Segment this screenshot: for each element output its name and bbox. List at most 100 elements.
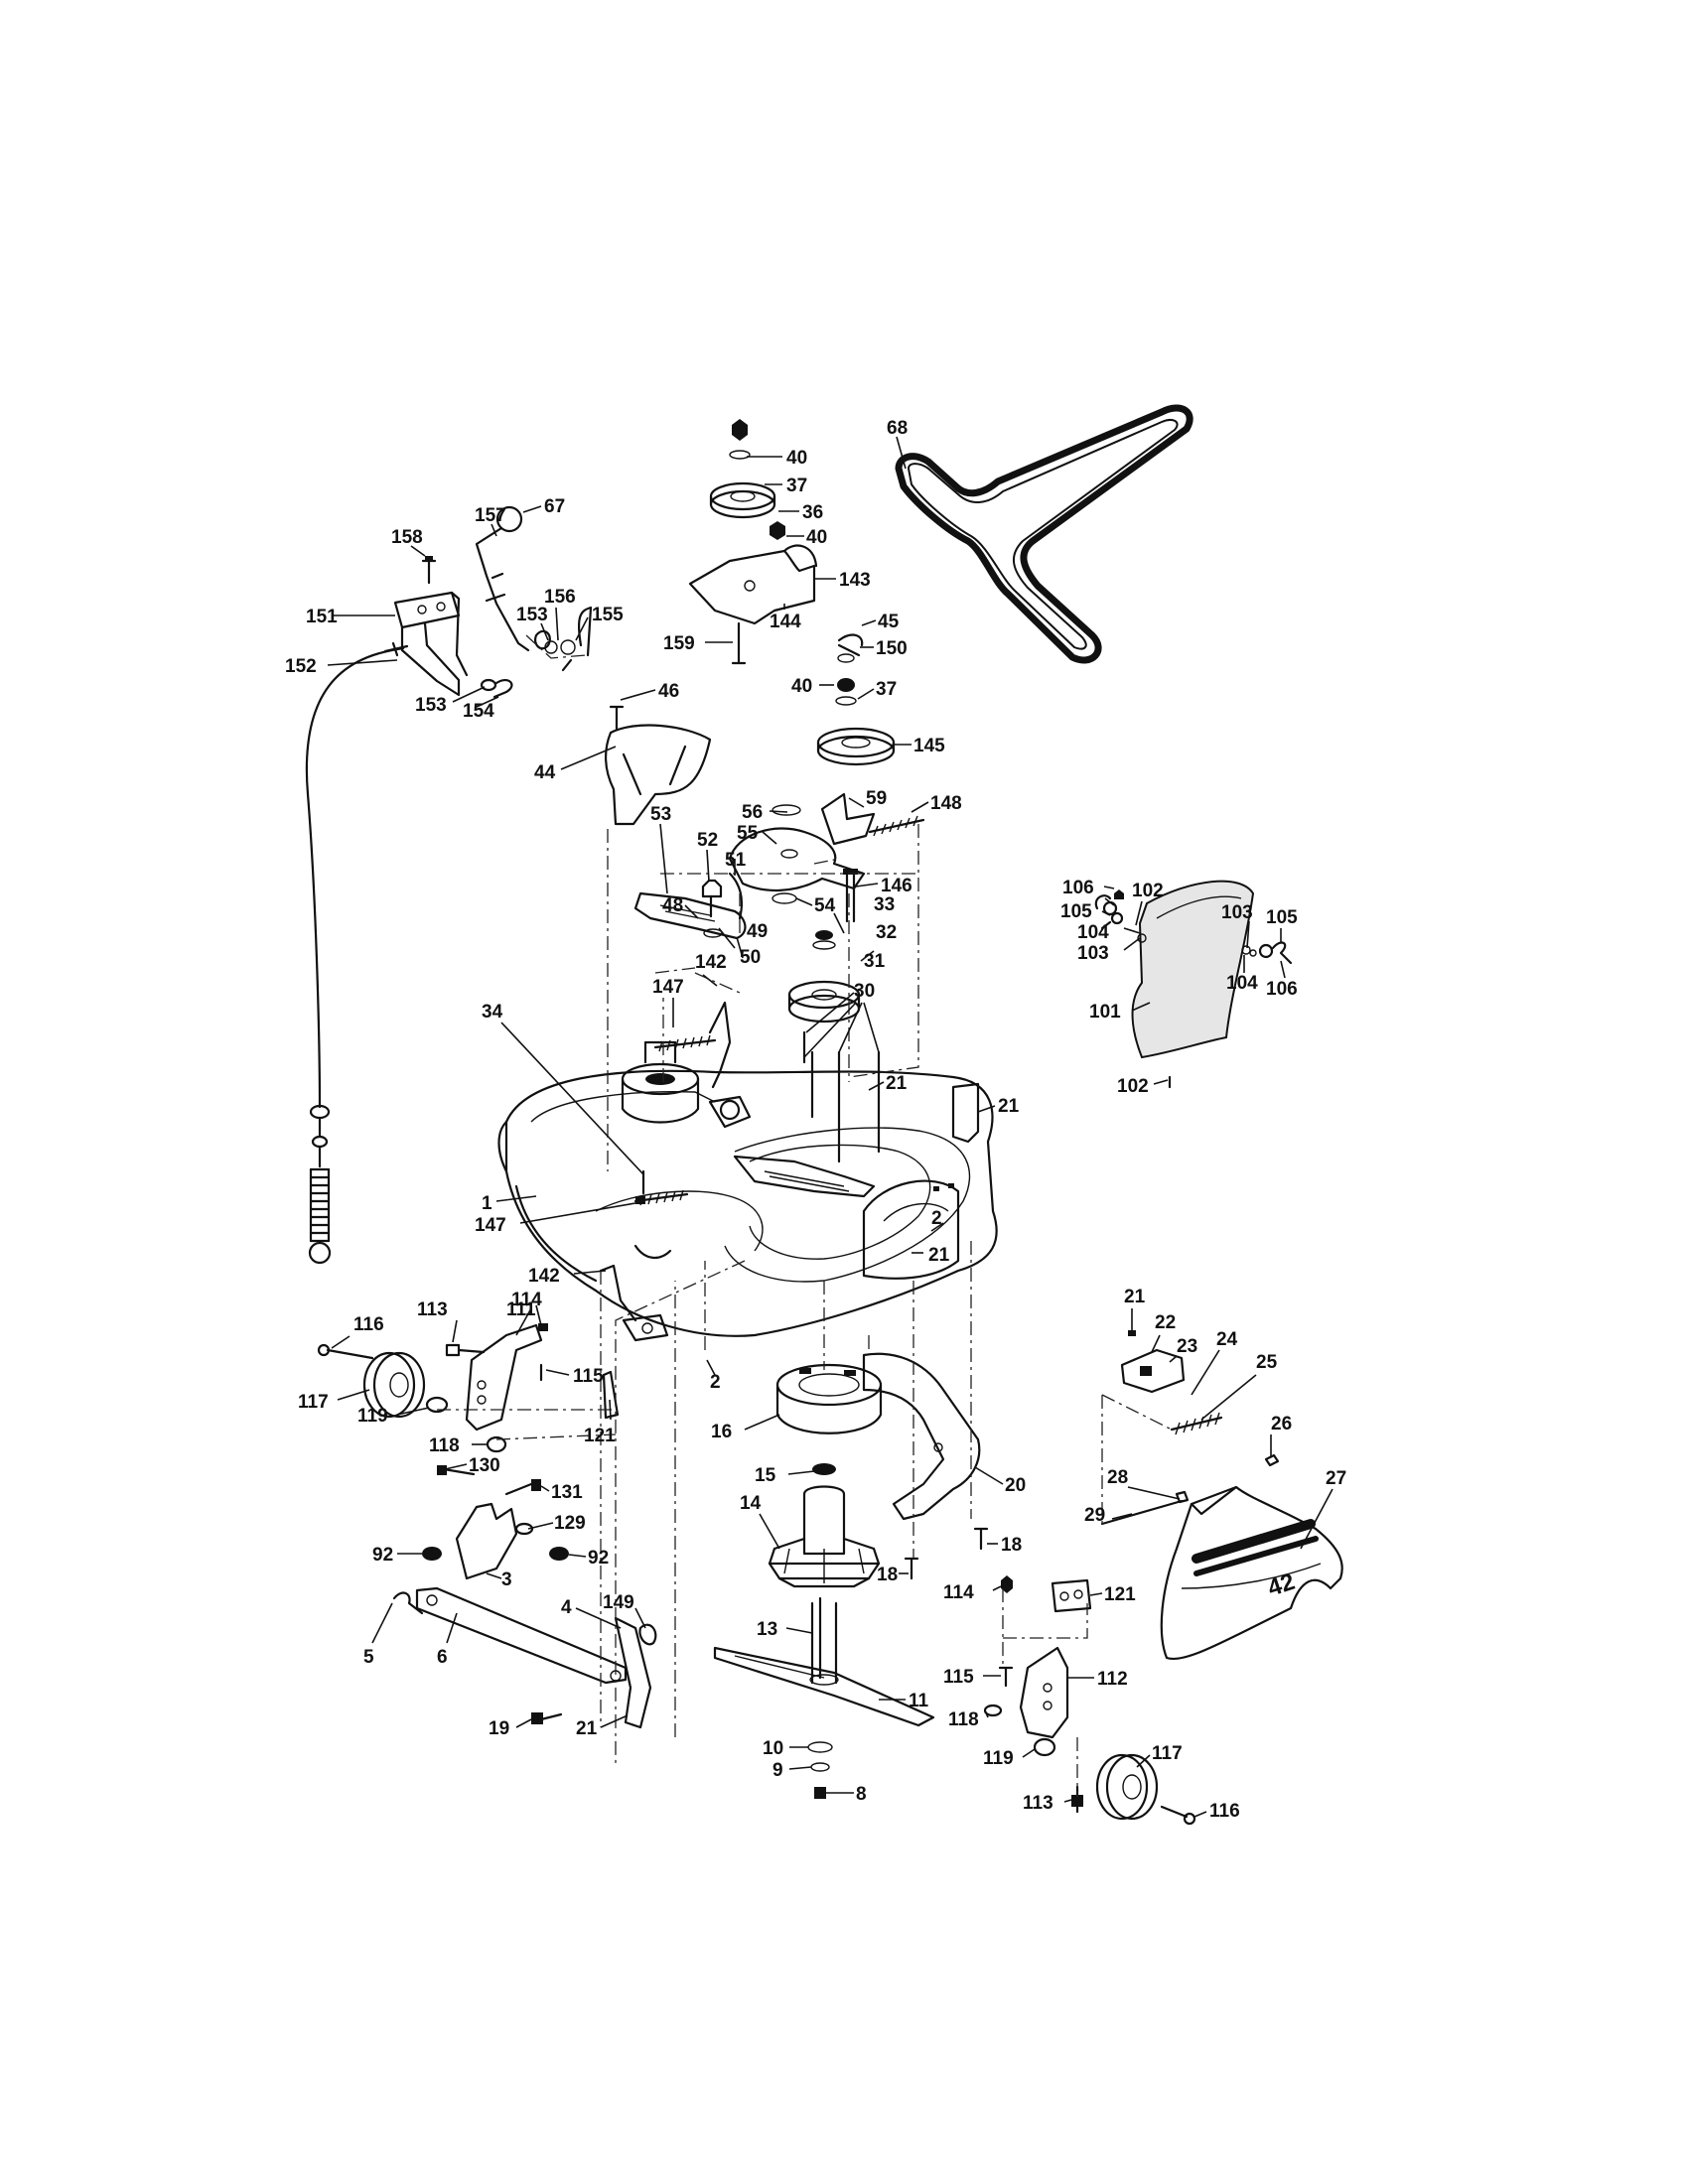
baffle-20-part [862, 1352, 981, 1521]
callout-131: 131 [551, 1482, 583, 1503]
callout-104: 104 [1077, 922, 1109, 943]
idler-arm-53-part [633, 872, 747, 940]
callout-118: 118 [429, 1435, 460, 1456]
callout-45: 45 [878, 612, 900, 632]
callout-40: 40 [806, 527, 827, 548]
callout-4: 4 [561, 1597, 572, 1618]
callout-147: 147 [475, 1215, 506, 1236]
callout-105: 105 [1060, 901, 1092, 922]
lift-cable-part [305, 641, 409, 1265]
leader-lines [327, 436, 1333, 1818]
chute-bracket-22-23-part [1120, 1330, 1186, 1394]
idler-pulley-lower-part [816, 633, 896, 766]
callout-112: 112 [1097, 1669, 1128, 1690]
plate-121-right-part [1051, 1578, 1092, 1613]
callout-147: 147 [652, 977, 684, 998]
callout-10: 10 [763, 1738, 783, 1759]
callout-49: 49 [747, 921, 768, 942]
callout-117: 117 [298, 1392, 329, 1413]
idler-bracket-part [688, 544, 818, 625]
front-link-6-part [392, 1586, 657, 1729]
callout-118: 118 [948, 1709, 979, 1730]
callout-21: 21 [928, 1245, 950, 1266]
callout-21: 21 [886, 1073, 908, 1094]
callout-2: 2 [710, 1372, 721, 1393]
chute-spring-25-part [1170, 1412, 1280, 1467]
callout-21: 21 [1124, 1287, 1146, 1307]
spring-147-upper-part [653, 1001, 732, 1089]
mower-deck-part [497, 1040, 998, 1337]
callout-149: 149 [603, 1592, 634, 1613]
callout-32: 32 [876, 922, 897, 943]
callout-102: 102 [1117, 1076, 1149, 1097]
callout-92: 92 [588, 1548, 609, 1569]
spring-148-part [868, 815, 925, 837]
callout-156: 156 [544, 587, 576, 608]
callout-116: 116 [353, 1314, 384, 1335]
discharge-deflector-part [1094, 880, 1293, 1089]
callout-159: 159 [663, 633, 695, 654]
callout-116: 116 [1209, 1801, 1240, 1822]
callout-21: 21 [998, 1096, 1020, 1117]
callout-142: 142 [528, 1266, 560, 1287]
callout-6: 6 [437, 1647, 448, 1668]
callout-11: 11 [909, 1691, 929, 1711]
callout-53: 53 [650, 804, 671, 825]
idler-arm-assembly-part [728, 792, 876, 904]
callout-26: 26 [1271, 1414, 1292, 1434]
front-hanger-3-part [422, 1465, 569, 1580]
callout-48: 48 [662, 895, 683, 916]
callout-68: 68 [887, 418, 908, 439]
callout-153: 153 [415, 695, 447, 716]
callout-115: 115 [943, 1667, 974, 1688]
callout-51: 51 [725, 850, 747, 871]
callout-27: 27 [1326, 1468, 1346, 1489]
lever-bracket-part [393, 556, 469, 697]
callout-37: 37 [876, 679, 897, 700]
callout-18: 18 [1001, 1535, 1022, 1556]
callout-92: 92 [372, 1545, 393, 1566]
gauge-wheel-right-part [1033, 1737, 1196, 1826]
discharge-chute-27-part: 42 [1160, 1485, 1343, 1661]
callout-18: 18 [877, 1565, 898, 1585]
gauge-wheel-bracket-112-part [983, 1575, 1069, 1739]
callout-119: 119 [357, 1406, 388, 1427]
washer-clip-153-154-part [480, 678, 513, 699]
stud-146-part [843, 869, 858, 923]
callout-148: 148 [930, 793, 962, 814]
callout-5: 5 [363, 1647, 374, 1668]
callout-1: 1 [482, 1193, 492, 1214]
spindle-assembly-14-part [768, 1463, 881, 1685]
callout-19: 19 [489, 1718, 509, 1739]
callout-24: 24 [1216, 1329, 1238, 1350]
callout-152: 152 [285, 656, 317, 677]
callout-114: 114 [943, 1582, 974, 1603]
callout-8: 8 [856, 1784, 867, 1805]
callout-151: 151 [306, 607, 338, 627]
callout-115: 115 [573, 1366, 604, 1387]
callout-150: 150 [876, 638, 908, 659]
callout-146: 146 [881, 876, 912, 896]
callout-25: 25 [1256, 1352, 1278, 1373]
callout-130: 130 [469, 1455, 500, 1476]
callout-labels: 40 37 36 40 143 144 159 45 150 40 37 145… [285, 418, 1346, 1822]
callout-55: 55 [737, 823, 759, 844]
callout-113: 113 [1023, 1793, 1053, 1814]
callout-113: 113 [417, 1299, 448, 1320]
bracket-142-lower-part [599, 1264, 669, 1342]
callout-13: 13 [757, 1619, 777, 1640]
callout-153: 153 [516, 605, 548, 625]
callout-14: 14 [740, 1493, 762, 1514]
callout-36: 36 [802, 502, 823, 523]
callout-67: 67 [544, 496, 565, 517]
callout-54: 54 [814, 895, 836, 916]
lift-lever-assembly-part [475, 505, 593, 672]
callout-114: 114 [511, 1290, 542, 1310]
gauge-wheel-bracket-111-part [445, 1323, 548, 1432]
gauge-wheel-left-part [317, 1343, 507, 1453]
callout-15: 15 [755, 1465, 776, 1486]
callout-145: 145 [913, 736, 945, 756]
callout-104: 104 [1226, 973, 1258, 994]
callout-117: 117 [1152, 1743, 1183, 1764]
